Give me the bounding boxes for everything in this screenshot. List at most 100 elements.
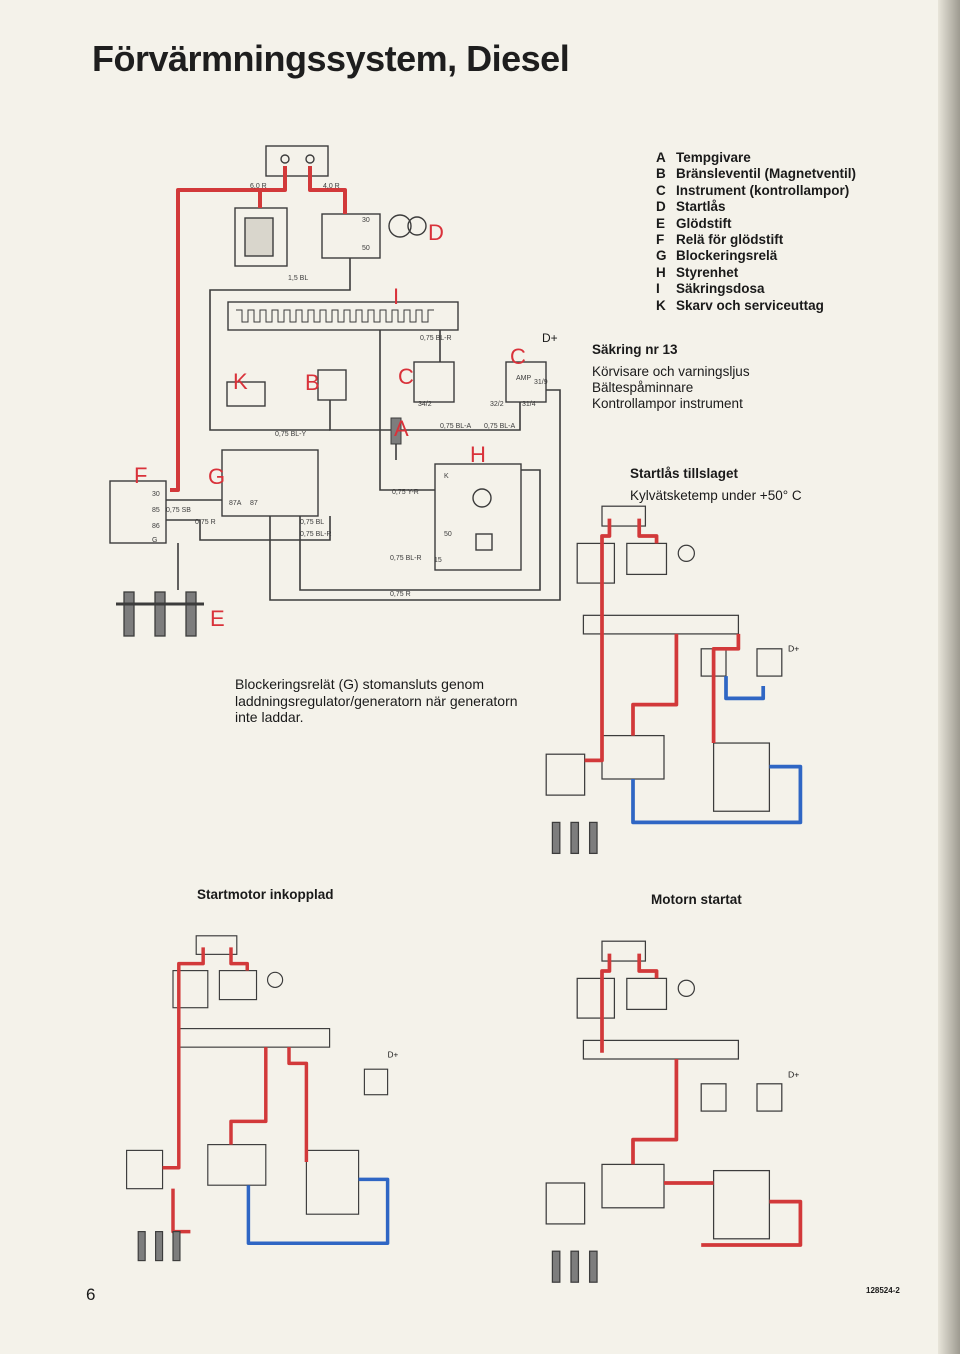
fuse-box bbox=[582, 1039, 740, 1060]
key-lock-icon bbox=[677, 544, 696, 563]
subtitle-running: Motorn startat bbox=[651, 892, 742, 907]
key-cylinder-icon bbox=[407, 216, 427, 236]
ignition-terminal-block bbox=[601, 940, 647, 962]
fuse-note: Säkring nr 13 Körvisare och varningsljus… bbox=[592, 342, 750, 411]
label-a: A bbox=[394, 416, 409, 441]
live-wire bbox=[701, 1199, 803, 1247]
label-f: F bbox=[134, 463, 147, 488]
live-wire bbox=[287, 1047, 309, 1162]
label-i: I bbox=[393, 284, 399, 309]
terminal-label: 87A bbox=[229, 500, 242, 507]
blocking-relay-box bbox=[601, 1163, 665, 1209]
fuel-valve-body bbox=[317, 369, 347, 401]
fuse-box bbox=[178, 1028, 331, 1048]
amp-gauge-box bbox=[756, 648, 783, 677]
terminal-label: 87 bbox=[250, 500, 258, 507]
ignition-switch-body bbox=[626, 542, 668, 576]
live-wire-6r bbox=[170, 166, 287, 492]
fuse-box bbox=[582, 614, 740, 635]
glow-relay-box bbox=[545, 753, 586, 796]
fuse-relay-box bbox=[172, 970, 209, 1009]
signal-wire bbox=[269, 389, 561, 601]
signal-wire bbox=[329, 400, 521, 431]
terminal-screw-icon bbox=[280, 154, 290, 164]
glow-plug-icon bbox=[154, 591, 166, 637]
subtitle-start: Startmotor inkopplad bbox=[197, 887, 334, 902]
terminal-label: 34/2 bbox=[418, 401, 432, 408]
blocking-relay-caption: Blockeringsrelät (G) stomansluts genom l… bbox=[235, 676, 518, 725]
wire-label: 4,0 R bbox=[323, 183, 340, 190]
wire-label: 0,75 R bbox=[195, 519, 216, 526]
glow-plug-icon bbox=[570, 821, 580, 855]
dplus-label: D+ bbox=[388, 1051, 399, 1060]
fuse-relay-box bbox=[576, 542, 616, 584]
glow-plug-icon bbox=[588, 821, 598, 855]
dplus-label: D+ bbox=[542, 331, 558, 345]
wire-label: 0,75 Y-R bbox=[392, 489, 419, 496]
label-c2: C bbox=[510, 344, 526, 369]
wire-label: 0,75 R bbox=[390, 591, 411, 598]
ignition-terminal-block bbox=[195, 935, 238, 955]
wire-label: 0,75 BL bbox=[300, 519, 324, 526]
label-d: D bbox=[428, 220, 444, 245]
control-unit-box bbox=[434, 463, 522, 571]
live-wire bbox=[171, 1188, 191, 1234]
dplus-label: D+ bbox=[788, 1070, 799, 1080]
key-lock-icon bbox=[266, 971, 284, 988]
terminal-label: G bbox=[152, 537, 157, 544]
signal-wire bbox=[379, 330, 435, 491]
ignition-switch-body bbox=[626, 977, 668, 1011]
ignition-terminal-block bbox=[601, 505, 647, 527]
terminal-label: K bbox=[444, 473, 449, 480]
glow-plug-icon bbox=[570, 1250, 580, 1283]
glow-plug-icon bbox=[588, 1250, 598, 1283]
service-connector bbox=[226, 381, 266, 407]
fuse-box bbox=[227, 301, 459, 331]
blocking-relay-box bbox=[601, 734, 665, 780]
live-wire bbox=[637, 953, 659, 979]
control-unit-box bbox=[712, 742, 771, 812]
amp-gauge-box bbox=[756, 1083, 783, 1112]
signal-wire bbox=[166, 516, 331, 541]
ignition-terminal-block bbox=[265, 145, 329, 177]
ground-wire bbox=[724, 676, 766, 701]
starter-engaged-diagram: D+ bbox=[126, 935, 399, 1262]
terminal-label: 30 bbox=[152, 491, 160, 498]
control-unit-relay-icon bbox=[472, 488, 492, 508]
engine-running-diagram: D+ bbox=[545, 940, 803, 1283]
control-unit-box bbox=[712, 1169, 771, 1240]
terminal-label: AMP bbox=[516, 375, 532, 382]
live-wire bbox=[229, 1047, 268, 1145]
instrument-lamp-box bbox=[700, 1083, 727, 1112]
wire-label: 0,75 BL-A bbox=[484, 423, 515, 430]
terminal-label: 32/2 bbox=[490, 401, 504, 408]
wire-label: 1,5 BL bbox=[288, 275, 308, 282]
wire-label: 6,0 R bbox=[250, 183, 267, 190]
glow-plug-icon bbox=[155, 1231, 164, 1262]
terminal-label: 30 bbox=[362, 217, 370, 224]
control-unit-box bbox=[305, 1149, 360, 1215]
live-wire bbox=[631, 1059, 679, 1165]
live-wire bbox=[637, 518, 659, 544]
terminal-label: 86 bbox=[152, 523, 160, 530]
glow-plug-icon bbox=[172, 1231, 181, 1262]
key-lock-icon bbox=[677, 979, 696, 998]
amp-gauge-box bbox=[363, 1068, 389, 1096]
terminal-label: 31/9 bbox=[534, 379, 548, 386]
ground-wire bbox=[246, 1177, 390, 1245]
glow-plug-icon bbox=[137, 1231, 146, 1262]
terminal-label: 85 bbox=[152, 507, 160, 514]
page-edge-shadow bbox=[938, 0, 960, 1354]
live-wire bbox=[162, 947, 205, 1170]
